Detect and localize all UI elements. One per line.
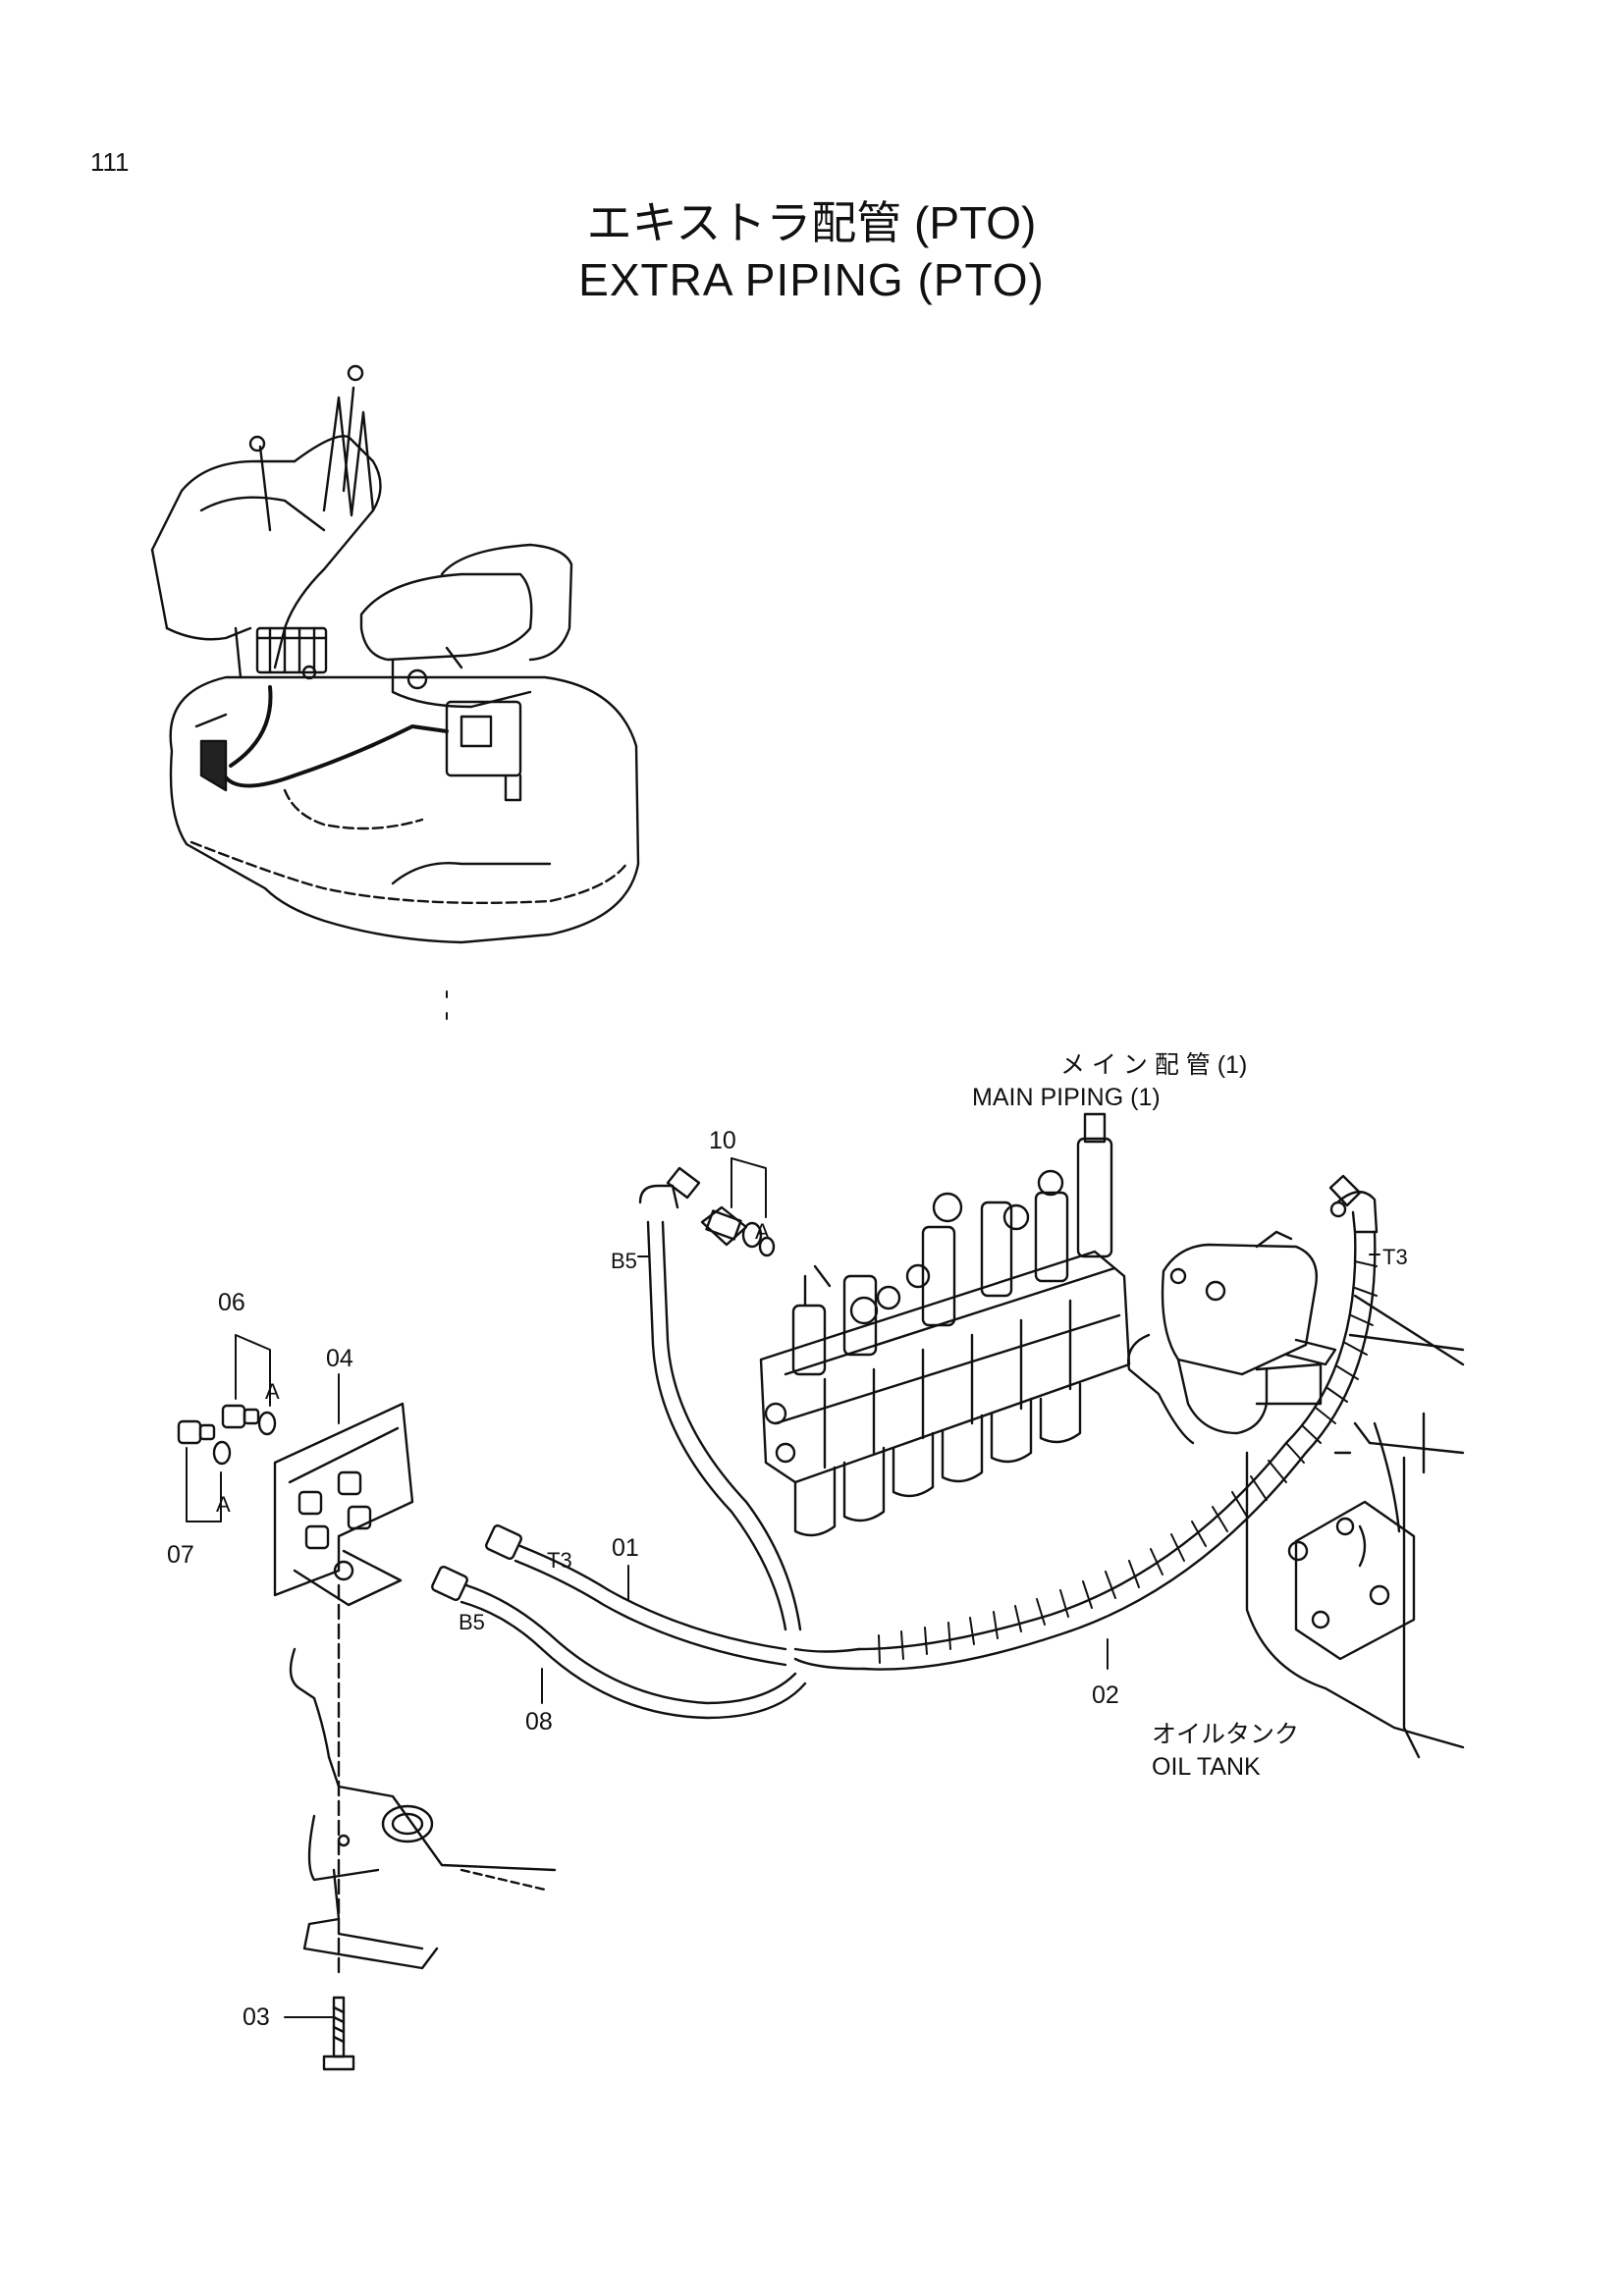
overview-machine-illustration [150,364,640,944]
fitting-07 [177,1419,232,1466]
port-label-b5-hose: B5 [459,1610,485,1634]
page-number: 111 [90,147,130,177]
fitting-10 [700,1205,776,1257]
port-label-a-06: A [265,1379,280,1404]
part-label-03: 03 [243,2003,270,2031]
hose-02 [793,1174,1379,1671]
part-label-10: 10 [709,1127,736,1154]
bracket-04 [273,1402,414,1975]
main-piping-label-en: MAIN PIPING (1) [972,1084,1161,1111]
port-label-b5-valve: B5 [611,1249,637,1273]
part-label-06: 06 [218,1289,245,1316]
part-label-07: 07 [167,1541,194,1569]
part-label-04: 04 [326,1345,353,1372]
oil-tank-label-en: OIL TANK [1152,1753,1261,1781]
part-label-01: 01 [612,1534,639,1562]
bolt-03 [284,1996,355,2071]
port-label-t3-hose: T3 [547,1548,572,1573]
leader-lines [186,1157,1380,1704]
page-title: エキストラ配管 (PTO) EXTRA PIPING (PTO) [0,194,1623,308]
fitting-06 [221,1404,277,1436]
port-label-a-10: A [755,1219,770,1244]
hose-01 [485,1523,787,1667]
oil-tank [1245,1294,1465,1759]
port-label-t3-tank: T3 [1382,1245,1408,1269]
part-label-08: 08 [525,1708,553,1735]
hose-b5 [638,1166,802,1631]
return-filter [1127,1230,1337,1445]
port-label-a-07: A [216,1492,231,1517]
main-control-valve [759,1112,1131,1537]
title-japanese: エキストラ配管 (PTO) [586,197,1037,248]
title-english: EXTRA PIPING (PTO) [578,254,1045,305]
part-label-02: 02 [1092,1682,1119,1709]
oil-tank-label-jp: オイルタンク [1152,1721,1299,1748]
frame-plate [289,1647,557,1970]
hose-08 [431,1565,807,1720]
main-piping-label-jp: メ イ ン 配 管 (1) [1060,1051,1247,1079]
